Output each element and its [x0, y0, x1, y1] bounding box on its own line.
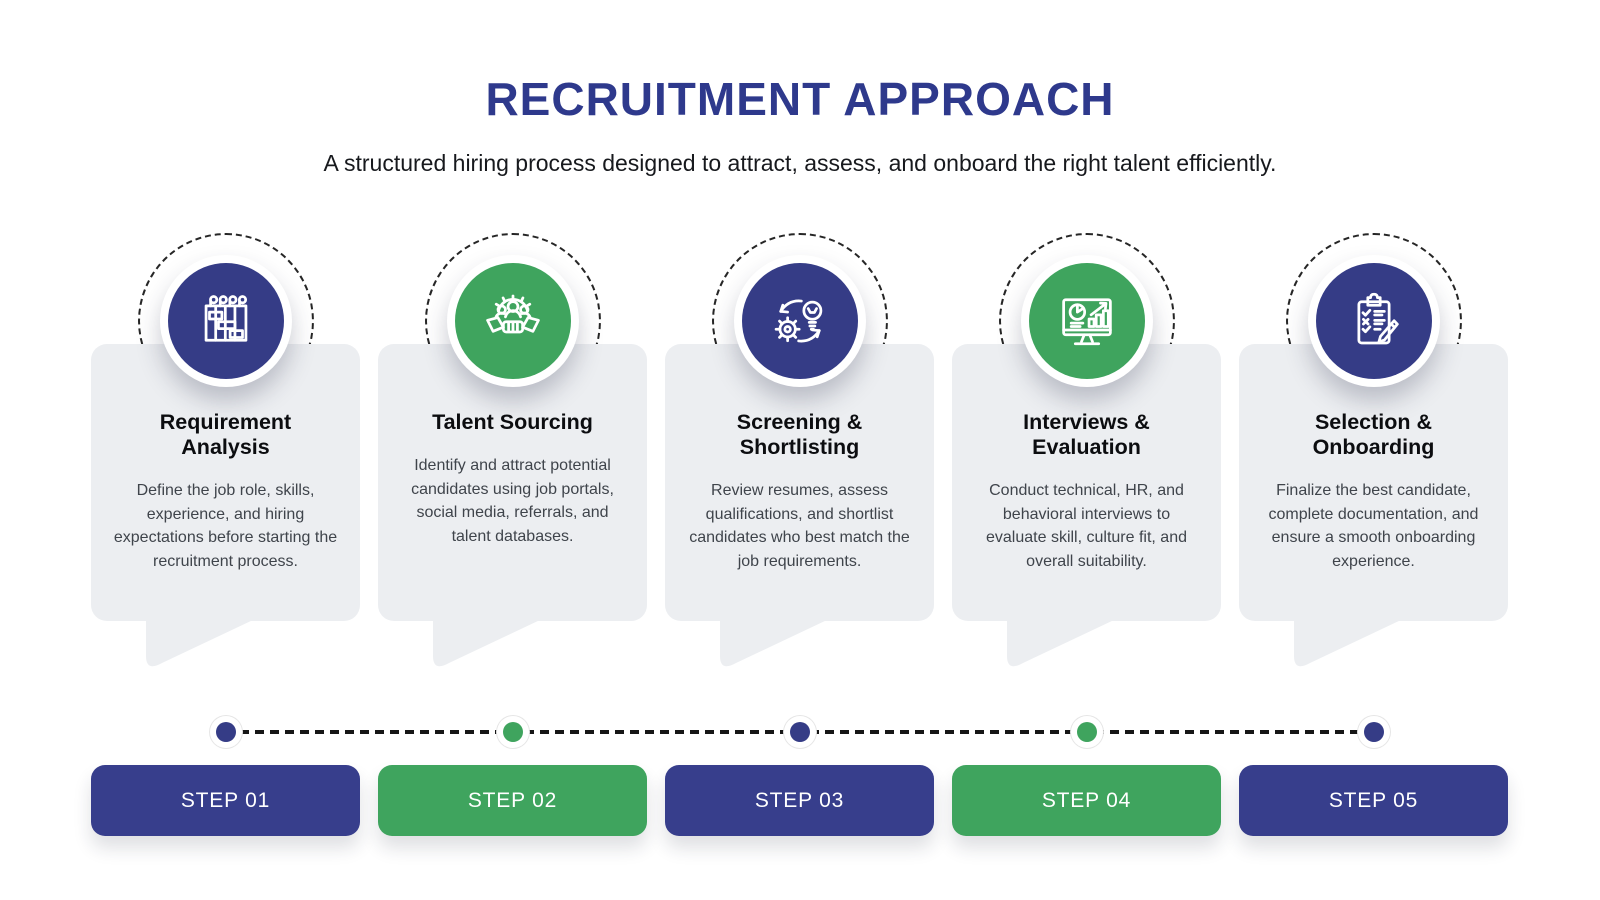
gear-lightbulb-cycle-icon	[741, 263, 858, 379]
step-column-3: Screening & Shortlisting Review resumes,…	[665, 233, 934, 667]
step-description: Conduct technical, HR, and behavioral in…	[986, 481, 1187, 570]
timeline-dot-3	[789, 722, 810, 742]
step-icon-badge	[733, 255, 866, 387]
step-column-1: Requirement Analysis Define the job role…	[91, 233, 360, 667]
step-buttons-row: STEP 01 STEP 02 STEP 03 STEP 04 STEP 05	[91, 765, 1509, 836]
card-tail	[1007, 620, 1114, 667]
step-title: Talent Sourcing	[432, 410, 593, 434]
step-05-button: STEP 05	[1239, 765, 1508, 836]
gantt-chart-icon	[167, 263, 284, 379]
card-tail	[146, 620, 253, 667]
step-icon-badge	[159, 255, 292, 387]
step-title: Screening & Shortlisting	[736, 410, 863, 459]
step-02-button: STEP 02	[378, 765, 647, 836]
step-04-button: STEP 04	[952, 765, 1221, 836]
step-01-button: STEP 01	[91, 765, 360, 836]
step-icon-badge	[446, 255, 579, 387]
step-title: Selection & Onboarding	[1312, 410, 1435, 459]
step-description: Define the job role, skills, experience,…	[113, 481, 338, 570]
step-card: Selection & Onboarding Finalize the best…	[1239, 344, 1508, 667]
step-title: Interviews & Evaluation	[1023, 410, 1150, 459]
timeline	[91, 717, 1509, 747]
checklist-clipboard-icon	[1315, 263, 1432, 379]
step-card: Interviews & Evaluation Conduct technica…	[952, 344, 1221, 667]
infographic: RECRUITMENT APPROACH A structured hiring…	[91, 72, 1509, 836]
page-title: RECRUITMENT APPROACH	[485, 73, 1115, 125]
card-tail	[720, 620, 827, 667]
step-column-4: Interviews & Evaluation Conduct technica…	[952, 233, 1221, 667]
step-column-2: Talent Sourcing Identify and attract pot…	[378, 233, 647, 667]
handshake-people-icon	[454, 263, 571, 379]
steps-row: Requirement Analysis Define the job role…	[91, 233, 1509, 667]
step-icon-badge	[1020, 255, 1153, 387]
step-description: Finalize the best candidate, complete do…	[1268, 481, 1479, 570]
timeline-dot-5	[1363, 722, 1384, 742]
page-subtitle: A structured hiring process designed to …	[323, 150, 1277, 176]
step-card: Talent Sourcing Identify and attract pot…	[378, 344, 647, 667]
step-card: Requirement Analysis Define the job role…	[91, 344, 360, 667]
step-card: Screening & Shortlisting Review resumes,…	[665, 344, 934, 667]
timeline-dot-1	[215, 722, 236, 742]
step-icon-badge	[1307, 255, 1440, 387]
step-03-button: STEP 03	[665, 765, 934, 836]
timeline-dot-4	[1076, 722, 1097, 742]
step-description: Review resumes, assess qualifications, a…	[689, 481, 910, 570]
card-tail	[1294, 620, 1401, 667]
step-column-5: Selection & Onboarding Finalize the best…	[1239, 233, 1508, 667]
timeline-dot-2	[502, 722, 523, 742]
analytics-monitor-icon	[1028, 263, 1145, 379]
card-tail	[433, 620, 540, 667]
step-title: Requirement Analysis	[159, 410, 292, 459]
step-description: Identify and attract potential candidate…	[411, 456, 614, 545]
